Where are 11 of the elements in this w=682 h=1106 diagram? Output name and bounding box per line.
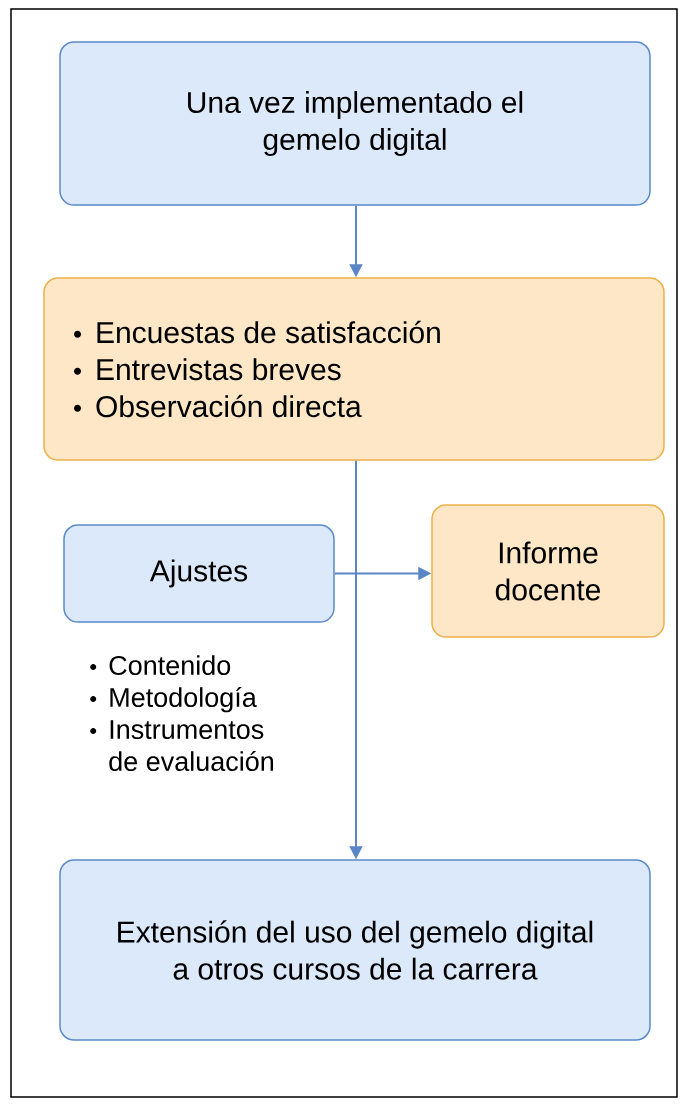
list-item: Contenido xyxy=(90,655,231,676)
list-item: Instrumentos de evaluación xyxy=(90,720,273,772)
list-item: Metodología xyxy=(90,686,257,713)
process-box: Extensión del uso del gemelo digital a otros cursos de la carrera xyxy=(59,859,651,1041)
list-item: Entrevistas breves xyxy=(74,358,341,381)
process-box: Informe docente xyxy=(431,504,665,638)
list-item: Encuestas de satisfacción xyxy=(74,320,440,344)
list-box xyxy=(43,277,665,461)
list-item: Observación directa xyxy=(74,394,362,418)
process-box: Una vez implementado el gemelo digital xyxy=(59,41,651,206)
process-box: Ajustes xyxy=(63,524,335,623)
